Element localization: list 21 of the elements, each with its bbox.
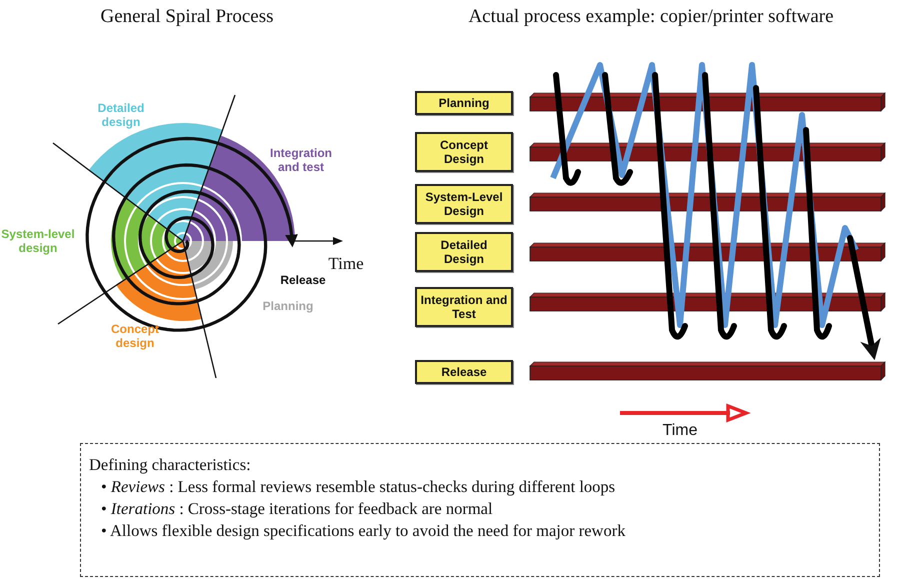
- stage-label: Concept design: [110, 323, 160, 351]
- stage-label: System-level design: [0, 228, 76, 256]
- stage-label: Detailed design: [96, 102, 146, 130]
- stage-box: Planning: [415, 91, 513, 115]
- panel-title: Actual process example: copier/printer software: [468, 6, 834, 28]
- stage-label: Release: [280, 274, 326, 288]
- bullet-text: • Reviews : Less formal reviews resemble status-checks during different loops: [101, 476, 616, 498]
- note-heading: Defining characteristics:: [89, 454, 252, 476]
- stage-label: Planning: [262, 300, 314, 314]
- stage-box: Concept Design: [415, 132, 513, 172]
- bullet-text: • Iterations : Cross-stage iterations for feedback are normal: [101, 498, 494, 520]
- stage-box: Release: [415, 360, 513, 384]
- stage-label: Time: [328, 254, 364, 274]
- note-box: [80, 443, 880, 577]
- stage-box: System-Level Design: [415, 184, 513, 224]
- stage-label: Time: [662, 422, 698, 440]
- stage-label: Integration and test: [269, 147, 333, 175]
- stage-box: Integration and Test: [415, 287, 513, 327]
- bullet-text: • Allows flexible design specifications early to avoid the need for major rework: [101, 520, 626, 542]
- panel-title: General Spiral Process: [100, 6, 274, 28]
- stage-box: Detailed Design: [415, 232, 513, 272]
